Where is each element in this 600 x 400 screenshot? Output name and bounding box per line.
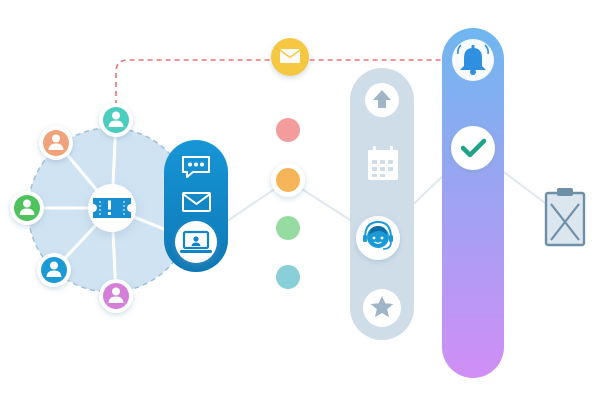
user-node-green (10, 191, 44, 225)
checkmark-node (451, 126, 495, 170)
user-node-blue (37, 253, 71, 287)
support-agent-icon (363, 220, 393, 250)
user-node-teal (99, 103, 133, 137)
priority-dot-cyan (276, 265, 300, 289)
agent-bar (350, 68, 414, 340)
mail-icon (279, 49, 301, 63)
notification-bar (442, 28, 504, 378)
checkmark-icon (460, 138, 487, 158)
user-icon (48, 134, 64, 150)
mail-icon (182, 192, 211, 212)
user-icon (108, 111, 124, 127)
computer-icon (180, 230, 212, 253)
star-icon (370, 296, 394, 318)
user-icon (108, 287, 124, 303)
computer-node (175, 221, 217, 263)
priority-dot-red (276, 118, 300, 142)
user-node-salmon (39, 126, 73, 160)
chat-icon (182, 156, 210, 178)
user-icon (19, 199, 35, 215)
clipboard-icon (544, 188, 586, 247)
calendar-icon (368, 146, 398, 180)
user-node-pink (99, 279, 133, 313)
priority-dot-orange (276, 168, 300, 192)
ticket-icon (93, 198, 131, 218)
priority-dot-green (276, 216, 300, 240)
bell-icon (457, 44, 489, 75)
up-arrow-icon (373, 90, 391, 108)
user-icon (46, 261, 62, 277)
